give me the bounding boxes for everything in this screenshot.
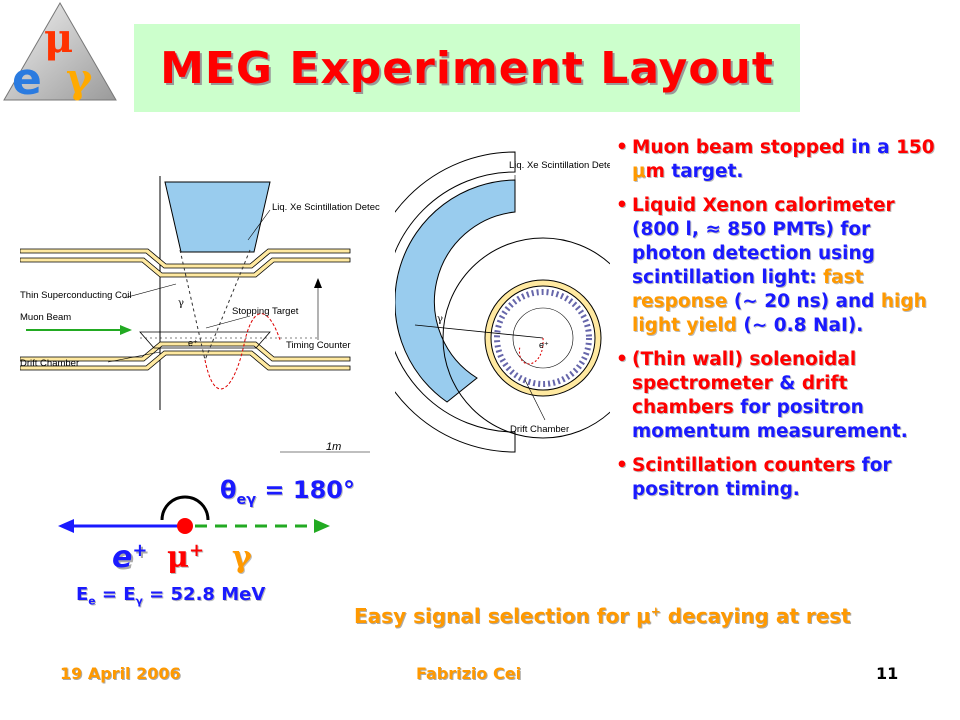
- side-scale-label: 1m: [326, 441, 341, 453]
- side-view-diagram: Liq. Xe Scintillation Detector Thin Supe…: [20, 176, 380, 453]
- logo-e: e: [12, 54, 42, 105]
- bullet-text-run: for positron momentum measurement.: [632, 397, 908, 442]
- bullet-list: Muon beam stopped in a 150 μm target. Li…: [608, 136, 948, 512]
- angle-arc: [160, 495, 210, 521]
- bullet-item: Scintillation counters for positron timi…: [608, 454, 948, 502]
- bullet-text-run: (Thin wall) solenoidal spectrometer: [632, 349, 857, 394]
- end-gamma-label: γ: [437, 314, 443, 325]
- logo-mu: μ: [44, 15, 73, 62]
- muon-dot: [177, 518, 193, 534]
- bullet-text-run: for photon detection using scintillation…: [632, 219, 875, 288]
- meg-logo: μ e γ: [3, 1, 117, 105]
- bullet-text-run: (800 l, ≈ 850 PMTs): [632, 219, 841, 240]
- gamma-label: γ: [232, 540, 252, 575]
- bullet-text-run: Scintillation counters: [632, 455, 856, 476]
- bullet-text-run: drift chambers: [632, 373, 848, 418]
- bullet-text-run: in a: [844, 137, 897, 158]
- bullet-text-run: μ: [632, 161, 646, 182]
- signal-selection-text: Easy signal selection for μ+ decaying at…: [354, 604, 851, 628]
- end-view-diagram: Liq. Xe Scintillation Detector Drift Cha…: [395, 151, 610, 453]
- bullet-text-run: m: [645, 161, 665, 182]
- positron-label: e+: [112, 540, 148, 575]
- coil-bottom: [20, 341, 351, 371]
- coil-top: [20, 248, 351, 278]
- end-drift-label: Drift Chamber: [510, 424, 569, 435]
- bullet-text-run: for positron timing.: [632, 455, 892, 500]
- bullet-text-run: (~ 0.8 NaI).: [736, 315, 864, 336]
- theta-label: θeγ = 180°: [220, 476, 355, 508]
- energy-label: Ee = Eγ = 52.8 MeV: [76, 584, 266, 608]
- logo-gamma: γ: [66, 55, 93, 102]
- side-muon-label: Muon Beam: [20, 312, 71, 323]
- bullet-text-run: target.: [664, 161, 744, 182]
- bullet-text-run: Liquid Xenon calorimeter: [632, 195, 895, 216]
- bullet-text-run: (~ 20 ns) and: [727, 291, 881, 312]
- bullet-text-run: &: [772, 373, 802, 394]
- side-lxe-label: Liq. Xe Scintillation Detector: [272, 202, 380, 213]
- lxe-detector-end: [395, 151, 516, 453]
- side-timing-label: Timing Counter: [286, 340, 351, 351]
- drift-chamber-side: [139, 331, 271, 349]
- bullet-item: Liquid Xenon calorimeter (800 l, ≈ 850 P…: [608, 194, 948, 338]
- title-box: MEG Experiment Layout: [134, 24, 800, 112]
- bullet-text-run: fast response: [632, 267, 864, 312]
- side-gamma-label: γ: [178, 298, 184, 309]
- side-coil-label: Thin Superconducting Coil: [20, 290, 131, 301]
- muon-label: μ+: [167, 540, 205, 575]
- side-eplus-label: e⁺: [188, 338, 198, 348]
- bullet-item: Muon beam stopped in a 150 μm target.: [608, 136, 948, 184]
- bullet-text-run: Muon beam stopped: [632, 137, 845, 158]
- page-title: MEG Experiment Layout: [160, 42, 774, 94]
- footer-author: Fabrizio Cei: [416, 664, 522, 683]
- bullet-item: (Thin wall) solenoidal spectrometer & dr…: [608, 348, 948, 444]
- positron-track: [204, 313, 281, 390]
- decay-diagram: [58, 495, 330, 534]
- bullet-text-run: 150: [896, 137, 935, 158]
- lxe-detector-side: [164, 181, 271, 253]
- side-drift-label: Drift Chamber: [20, 358, 79, 369]
- side-target-label: Stopping Target: [232, 306, 299, 317]
- footer-page-number: 11: [876, 664, 899, 683]
- end-lxe-label: Liq. Xe Scintillation Detector: [509, 160, 610, 171]
- footer-date: 19 April 2006: [60, 664, 181, 683]
- bullet-text-run: high light yield: [632, 291, 927, 336]
- end-eplus-label: e⁺: [539, 340, 549, 350]
